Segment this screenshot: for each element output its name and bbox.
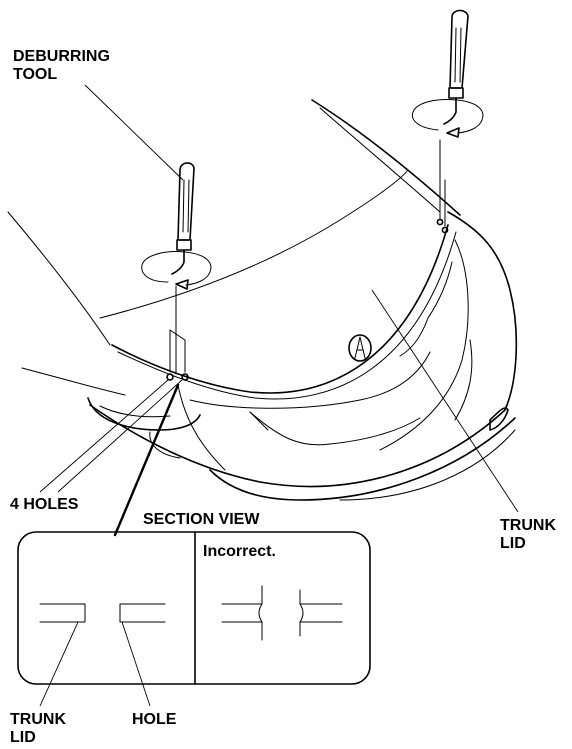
leader-deburring-tool: [84, 84, 184, 181]
section-view-box: Incorrect.: [17, 531, 371, 685]
trunk-rear-edge: [111, 224, 449, 394]
rear-bumper-top: [89, 404, 506, 488]
right-taillight: [399, 261, 453, 357]
label-incorrect: Incorrect.: [203, 543, 276, 560]
leader-four-holes-2: [57, 379, 183, 493]
rear-window-inner-line: [319, 107, 441, 213]
rotation-arrow-icon: [411, 99, 484, 134]
leader-four-holes-1: [39, 379, 169, 493]
hole-left-1: [166, 373, 174, 381]
label-trunk-lid-right-line2: LID: [500, 535, 526, 552]
left-hole-bracket: [169, 329, 186, 373]
left-fender-line: [21, 367, 126, 396]
acura-emblem-icon: [348, 334, 372, 362]
left-pillar-line: [7, 211, 111, 346]
label-deburring-tool-line1: DEBURRING: [13, 48, 110, 65]
leader-section-view: [113, 383, 180, 537]
label-trunk-lid-right-line1: TRUNK: [500, 517, 556, 534]
car-body: [7, 99, 518, 501]
deburring-tool-icon-left: [141, 162, 212, 375]
rear-bumper-lower: [209, 417, 516, 501]
right-reflector: [489, 407, 509, 431]
left-bumper-corner: [149, 431, 181, 459]
deburring-tool-icon-right: [411, 9, 484, 219]
label-trunk-lid-bottom-line1: TRUNK: [10, 711, 66, 728]
license-plate-recess-side: [249, 411, 269, 431]
rotation-arrow-icon: [141, 251, 212, 286]
trunk-rear-edge-inner: [117, 231, 457, 400]
hole-right-2: [441, 226, 449, 234]
rear-window-line: [311, 99, 461, 216]
mounting-holes: [166, 218, 449, 381]
trunk-top-curve: [99, 169, 409, 319]
right-taillight-lower: [454, 339, 473, 421]
label-trunk-lid-bottom-line2: LID: [10, 729, 36, 746]
leader-trunk-lid-bottom: [39, 621, 79, 707]
right-quarter-panel-inner: [379, 239, 469, 451]
label-four-holes: 4 HOLES: [10, 496, 79, 513]
leader-trunk-lid-right: [371, 289, 519, 513]
label-hole: HOLE: [132, 711, 177, 728]
label-section-view: SECTION VIEW: [143, 511, 260, 528]
leader-section-view-fan: [177, 384, 226, 471]
incorrect-section: [221, 585, 343, 641]
license-plate-recess: [249, 411, 421, 446]
label-deburring-tool-line2: TOOL: [13, 66, 57, 83]
left-taillight-inner: [99, 405, 171, 418]
right-quarter-panel: [447, 211, 518, 411]
hole-right-1: [436, 218, 444, 226]
leader-hole: [121, 621, 151, 707]
hole-left-2: [181, 373, 189, 381]
trunk-lower-face: [189, 351, 431, 409]
rear-bumper-bottom: [339, 429, 516, 501]
correct-section: [39, 603, 166, 623]
